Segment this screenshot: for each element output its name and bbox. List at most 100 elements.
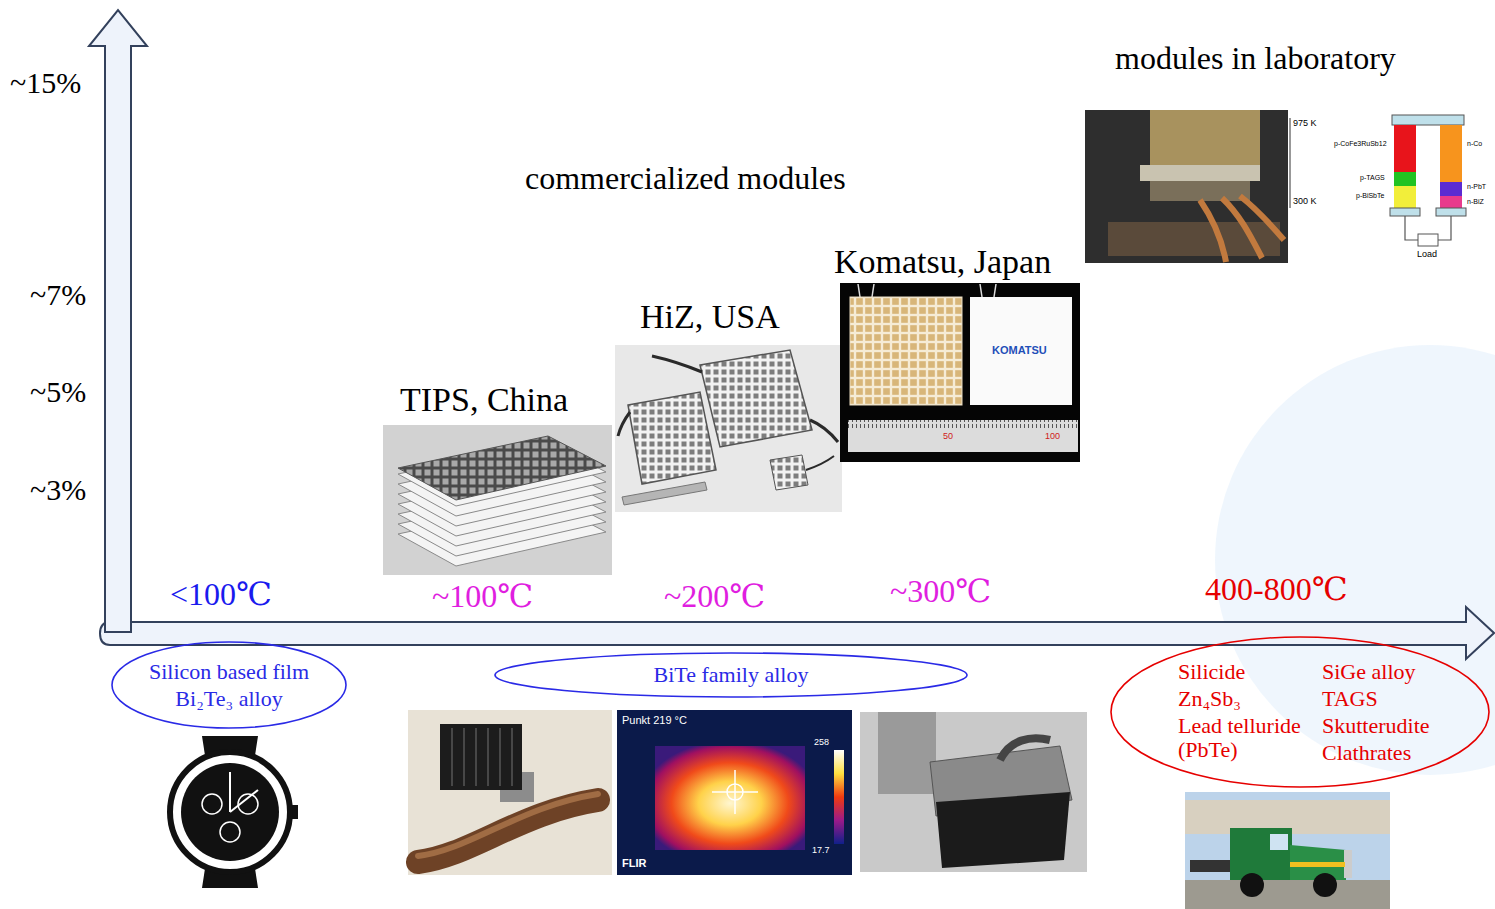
ellipse-outline: [111, 641, 347, 729]
truck-cab: [1230, 828, 1292, 880]
ellipse-border: [1111, 637, 1489, 787]
hot-plate: [1392, 115, 1464, 125]
axis-tick-label: ~3%: [30, 475, 86, 505]
heat-sink: [440, 724, 522, 790]
material-name: Silicon based film: [149, 660, 309, 684]
temperature-mark: 975 K: [1293, 119, 1317, 128]
medium-module: [628, 392, 716, 484]
lead-wire: [980, 284, 982, 297]
photo-ground: [617, 710, 852, 875]
ellipse-border: [495, 653, 967, 697]
material-name: BiTe family alloy: [654, 663, 809, 687]
lead-wire: [994, 284, 996, 297]
color-bar-value: 17.7: [812, 846, 830, 855]
truck-wheel: [1313, 873, 1337, 897]
maker-label: HiZ, USA: [640, 300, 780, 334]
leg-segment: [1440, 125, 1462, 182]
load-box: [1418, 234, 1438, 246]
brand-mark: KOMATSU: [992, 345, 1047, 356]
ruler: [848, 420, 1078, 452]
material-name: SiGe alloy: [1322, 660, 1416, 684]
hot-region: [655, 746, 805, 850]
temperature-label: 400-800℃: [1205, 573, 1347, 605]
segment-label: n-PbT: [1467, 183, 1486, 190]
segment-label: n-BiZ: [1467, 198, 1484, 205]
ruler-number: 100: [1045, 432, 1060, 441]
segment-label: p-BiSbTe: [1356, 192, 1384, 199]
temperature-label: <100℃: [170, 578, 272, 610]
material-name: Lead telluride (PbTe): [1178, 714, 1328, 762]
cold-plate: [1390, 208, 1420, 216]
material-name: TAGS: [1322, 687, 1378, 711]
ground: [1185, 880, 1390, 909]
module-legs: [1150, 181, 1250, 201]
segment-label: p-TAGS: [1360, 174, 1385, 181]
plate: [1140, 165, 1260, 181]
truck-grille: [1344, 850, 1352, 878]
heat-sink-fins: [452, 728, 512, 786]
x-axis-arrow: [100, 607, 1494, 659]
subdial: [220, 822, 240, 842]
material-name: Clathrates: [1322, 741, 1411, 765]
maker-label: Komatsu, Japan: [834, 245, 1051, 279]
temperature-mark: 300 K: [1293, 197, 1317, 206]
tips-module-photo: [383, 425, 612, 575]
ruler-number: 50: [943, 432, 953, 441]
test-rig-photo: [860, 712, 1087, 872]
lead-wire: [618, 412, 630, 436]
photo-ground: [860, 712, 1087, 872]
truck-hood: [1290, 845, 1346, 880]
axis-tick-label: ~15%: [10, 68, 81, 98]
module-grid: [850, 297, 962, 405]
axis-tick-label: ~5%: [30, 377, 86, 407]
small-module: [770, 455, 808, 490]
material-name: Silicide: [1178, 660, 1245, 684]
y-axis-arrow: [89, 10, 147, 632]
watch-case: [170, 752, 290, 872]
arm: [1000, 738, 1050, 760]
material-name: Bi₂Te₃ alloy: [175, 687, 282, 711]
crosshair-ring: [727, 784, 743, 800]
segmented-leg-schematic: [1390, 115, 1466, 246]
komatsu-module-photo: [840, 283, 1080, 462]
sky: [1185, 792, 1390, 909]
ellipse-border: [112, 642, 346, 728]
hiz-module-photo: [615, 345, 842, 512]
color-bar: [834, 750, 844, 844]
photo-ground: [840, 283, 1080, 462]
leg-segment: [1394, 172, 1416, 186]
photo-ground: [408, 710, 612, 875]
crosshair: [734, 770, 736, 814]
axis-tick-label: ~7%: [30, 280, 86, 310]
copper-wire: [1240, 196, 1284, 240]
segment-label: p-CoFe3RuSb12: [1334, 140, 1387, 147]
large-module: [700, 350, 812, 447]
photo-ground: [383, 425, 612, 575]
lead-wire: [872, 284, 874, 297]
maker-label: TIPS, China: [400, 383, 568, 417]
material-name: Skutterudite: [1322, 714, 1430, 738]
leg-segment: [1394, 186, 1416, 208]
temperature-label: ~200℃: [664, 580, 765, 612]
copper-wire: [1200, 200, 1226, 262]
watch-dial: [181, 763, 279, 861]
group-heading: commercialized modules: [525, 162, 846, 194]
truck-wheel: [1240, 873, 1264, 897]
load-label: Load: [1417, 250, 1437, 259]
machinery: [878, 712, 936, 794]
lead-wire: [652, 356, 702, 372]
ellipse-node: Silicide SiGe alloyZn₄Sb₃ TAGS Lead telluri…: [1110, 636, 1490, 788]
watermark-disc: [1215, 345, 1495, 775]
lead-wire: [810, 420, 838, 442]
lab-module-photo: [1085, 110, 1290, 263]
ruler-ticks: [848, 420, 1078, 428]
material-name: Zn₄Sb₃: [1178, 687, 1241, 711]
watch-hand: [230, 790, 258, 812]
truck-stripe: [1290, 862, 1345, 867]
leg-segment: [1440, 182, 1462, 196]
temperature-scale: [1290, 118, 1291, 208]
truck-photo: [1185, 792, 1390, 909]
color-bar-value: 258: [814, 738, 829, 747]
